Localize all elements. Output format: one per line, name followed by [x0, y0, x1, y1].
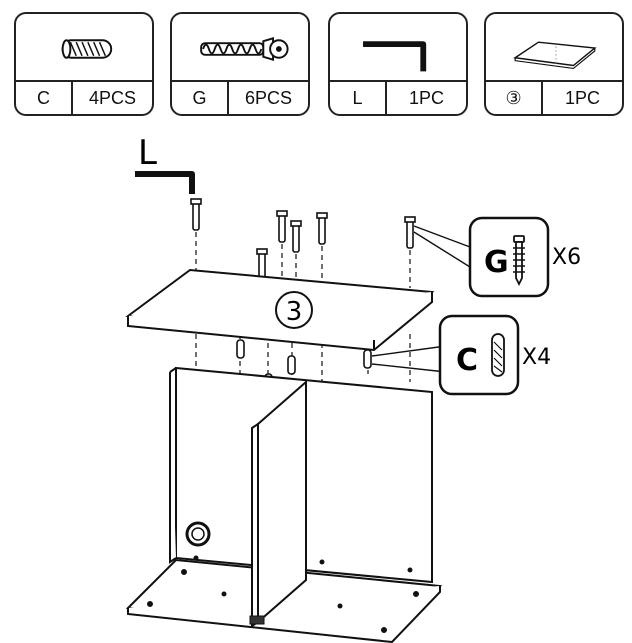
- screw: [290, 220, 302, 253]
- part-card-g: G 6PCS: [170, 12, 310, 116]
- top-panel: 3: [125, 268, 435, 352]
- panel-number: 3: [286, 297, 303, 327]
- screw-icon: [200, 37, 289, 61]
- screw-icon: [513, 235, 525, 287]
- cable-grommet: [185, 521, 211, 547]
- dowel-icon: [491, 333, 505, 377]
- tool-label: L: [138, 133, 157, 173]
- part-quantity: 1PC: [565, 87, 601, 108]
- part-letter: L: [330, 82, 388, 114]
- screw-callout: G X6: [413, 216, 581, 298]
- panel-number-badge: [275, 291, 313, 329]
- screw: [404, 216, 416, 249]
- assembly-diagram: L 3: [125, 133, 581, 643]
- part-card-c: C 4PCS: [14, 12, 154, 116]
- allen-key-icon: [363, 41, 427, 72]
- dowel-callout: C X4: [371, 314, 551, 396]
- allen-key-tool: L: [135, 133, 195, 194]
- callout-letter: C: [456, 343, 478, 378]
- part-letter: G: [172, 82, 230, 114]
- part-card-3: ③ 1PC: [484, 12, 624, 116]
- panel-icon: [513, 41, 597, 70]
- part-letter: ③: [486, 82, 544, 114]
- screw: [276, 210, 288, 243]
- cabinet-details: [147, 521, 419, 633]
- part-card-l: L 1PC: [328, 12, 468, 116]
- screw: [190, 198, 202, 231]
- callout-count: X6: [552, 245, 581, 270]
- dowel: [287, 355, 296, 375]
- part-quantity: 1PC: [409, 87, 445, 108]
- dowel-icon: [61, 39, 113, 59]
- screw: [316, 212, 328, 245]
- callout-letter: G: [484, 245, 509, 280]
- screw-group: [190, 198, 416, 281]
- part-quantity: 4PCS: [89, 87, 137, 108]
- dowel: [236, 339, 245, 359]
- cabinet-body: [125, 366, 443, 643]
- part-quantity: 6PCS: [245, 87, 293, 108]
- dowel: [363, 349, 372, 369]
- part-letter: C: [16, 82, 74, 114]
- callout-count: X4: [522, 345, 551, 370]
- parts-list: C 4PCS G 6PCS L 1PC: [0, 0, 632, 120]
